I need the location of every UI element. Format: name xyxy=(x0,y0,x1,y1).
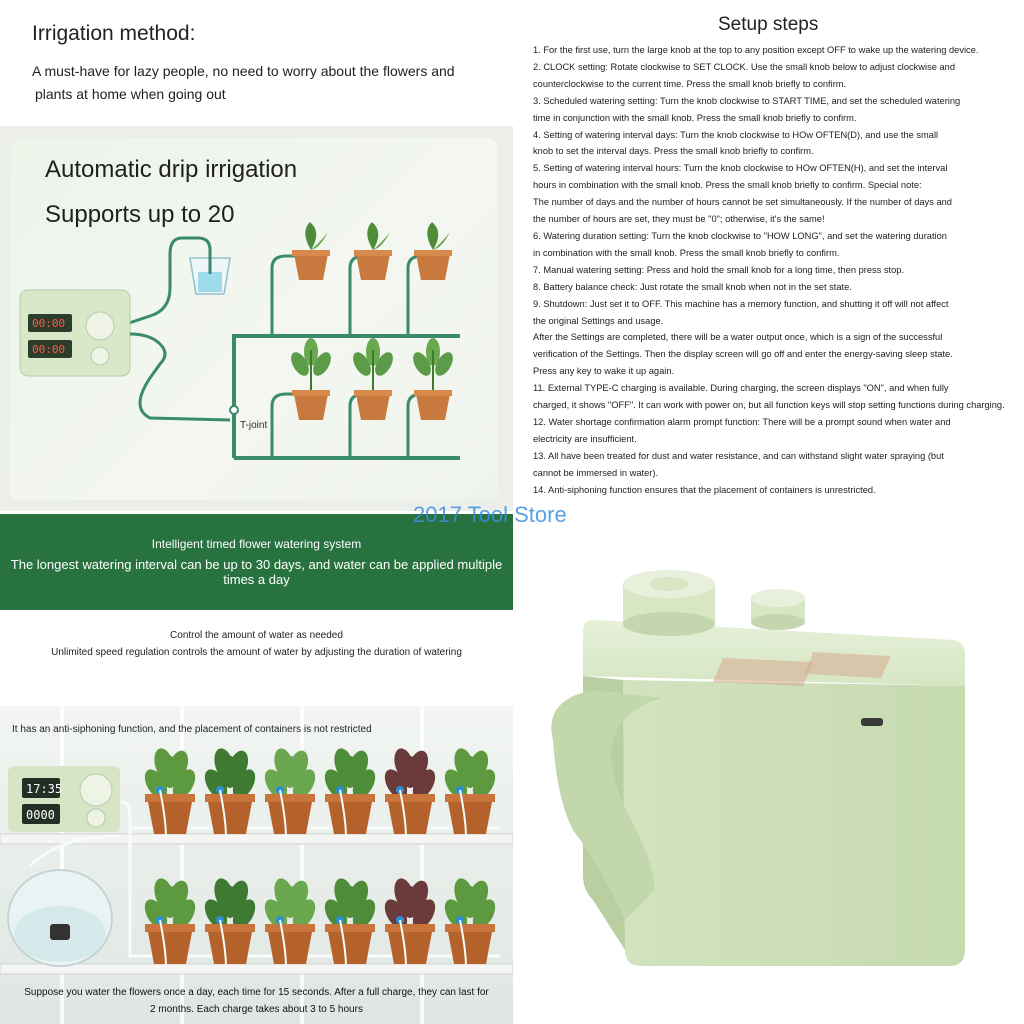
setup-step-line: electricity are insufficient. xyxy=(533,433,637,444)
battery-note-line1: Suppose you water the flowers once a day… xyxy=(24,987,489,998)
setup-step-line: 5. Setting of watering interval hours: T… xyxy=(533,163,948,174)
irrigation-desc-line2: plants at home when going out xyxy=(35,86,226,102)
intake-pipe xyxy=(119,236,212,328)
setup-step-line: 9. Shutdown: Just set it to OFF. This ma… xyxy=(533,298,949,309)
shelf-plant-pot xyxy=(324,878,376,969)
manifold-pipe xyxy=(232,334,460,458)
diagram-card: 00:00 00:00 xyxy=(10,138,498,500)
upper-pot-row xyxy=(144,748,496,839)
svg-text:00:00: 00:00 xyxy=(32,343,65,356)
setup-step-line: 8. Battery balance check: Just rotate th… xyxy=(533,281,852,292)
shelf-illustration: 17:35 0000 xyxy=(0,706,513,1024)
irrigation-desc-line1: A must-have for lazy people, no need to … xyxy=(32,63,455,79)
device-display-bottom: 0000 xyxy=(26,808,55,822)
shelf-photo: 17:35 0000 xyxy=(0,706,513,1024)
setup-step-line: The number of days and the number of hou… xyxy=(533,197,952,208)
setup-step-line: 6. Watering duration setting: Turn the k… xyxy=(533,230,947,241)
control-description: Unlimited speed regulation controls the … xyxy=(51,647,462,658)
shelf-plant-pot xyxy=(384,748,436,839)
upper-plant-pot-3 xyxy=(414,222,452,280)
setup-step-line: 11. External TYPE-C charging is availabl… xyxy=(533,383,949,394)
diagram-heading-1: Automatic drip irrigation xyxy=(45,156,298,183)
shelf-plant-pot xyxy=(204,878,256,969)
anti-siphon-note: It has an anti-siphoning function, and t… xyxy=(12,724,372,735)
shelf-plant-pot xyxy=(444,878,496,969)
setup-step-line: knob to set the interval days. Press the… xyxy=(533,146,814,157)
setup-step-line: counterclockwise to the current time. Pr… xyxy=(533,78,847,89)
shelf-plant-pot xyxy=(384,878,436,969)
setup-step-line: verification of the Settings. Then the d… xyxy=(533,349,953,360)
setup-step-line: 3. Scheduled watering setting: Turn the … xyxy=(533,95,961,106)
diagram-heading-2: Supports up to 20 xyxy=(45,201,235,228)
output-pipe xyxy=(129,332,231,422)
product-photo xyxy=(513,540,1024,1024)
t-joint-icon xyxy=(229,405,239,415)
setup-step-line: time in conjunction with the small knob.… xyxy=(533,112,857,123)
battery-note-line2: 2 months. Each charge takes about 3 to 5… xyxy=(150,1004,363,1015)
lower-plant-pot-2 xyxy=(353,338,393,420)
diagram-illustration: 00:00 00:00 xyxy=(19,222,460,460)
watering-device-product-icon xyxy=(551,570,965,966)
setup-step-line: hours in combination with the small knob… xyxy=(533,180,922,191)
setup-step-line: cannot be immersed in water). xyxy=(533,467,659,478)
lower-pot-row xyxy=(144,878,496,969)
shelf-device-icon: 17:35 0000 xyxy=(8,766,120,832)
setup-step-line: the original Settings and usage. xyxy=(533,315,664,326)
setup-step-line: 1. For the first use, turn the large kno… xyxy=(533,45,979,55)
device-display-top: 17:35 xyxy=(26,782,62,796)
shelf-plant-pot xyxy=(264,878,316,969)
banner-line2: The longest watering interval can be up … xyxy=(10,557,503,587)
battery-note: Suppose you water the flowers once a day… xyxy=(0,984,513,1018)
fishbowl-icon xyxy=(7,869,113,967)
large-knob-icon xyxy=(623,570,715,636)
shelf-plant-pot xyxy=(144,748,196,839)
shelf-plant-pot xyxy=(444,748,496,839)
irrigation-title: Irrigation method: xyxy=(32,22,196,45)
setup-step-line: 7. Manual watering setting: Press and ho… xyxy=(533,264,905,275)
setup-step-line: After the Settings are completed, there … xyxy=(533,332,943,343)
store-watermark: 2017 Tool Store xyxy=(413,502,567,527)
svg-text:00:00: 00:00 xyxy=(32,317,65,330)
lower-plant-pot-3 xyxy=(413,338,453,420)
upper-plant-pot-1 xyxy=(292,222,330,280)
setup-step-line: charged, it shows "OFF". It can work wit… xyxy=(533,400,1005,411)
control-heading: Control the amount of water as needed xyxy=(170,630,343,641)
lower-plant-pot-1 xyxy=(291,338,331,420)
shelf-plant-pot xyxy=(144,878,196,969)
setup-step-line: 4. Setting of watering interval days: Tu… xyxy=(533,129,939,140)
drip-irrigation-diagram: 00:00 00:00 xyxy=(0,126,513,511)
upper-plant-pot-2 xyxy=(354,222,392,280)
setup-step-line: 13. All have been treated for dust and w… xyxy=(533,450,944,461)
shelf-plant-pot xyxy=(324,748,376,839)
setup-step-line: 2. CLOCK setting: Rotate clockwise to SE… xyxy=(533,61,955,72)
feature-banner: Intelligent timed flower watering system… xyxy=(0,514,513,610)
setup-step-line: 14. Anti-siphoning function ensures that… xyxy=(533,484,876,495)
irrigation-description: A must-have for lazy people, no need to … xyxy=(32,60,502,106)
setup-step-line: the number of hours are set, they must b… xyxy=(533,214,825,225)
setup-title: Setup steps xyxy=(718,14,819,35)
water-cup-icon xyxy=(189,257,231,295)
setup-steps-list: 1. For the first use, turn the large kno… xyxy=(533,42,1023,498)
setup-step-line: 12. Water shortage confirmation alarm pr… xyxy=(533,416,951,427)
banner-line1: Intelligent timed flower watering system xyxy=(151,537,362,551)
shelf-plant-pot xyxy=(204,748,256,839)
setup-step-line: Press any key to wake it up again. xyxy=(533,366,675,377)
shelf-plant-pot xyxy=(264,748,316,839)
t-joint-label: T-joint xyxy=(240,420,267,431)
small-knob-icon xyxy=(751,589,805,630)
watering-device-icon: 00:00 00:00 xyxy=(19,289,131,377)
setup-step-line: in combination with the small knob. Pres… xyxy=(533,247,840,258)
